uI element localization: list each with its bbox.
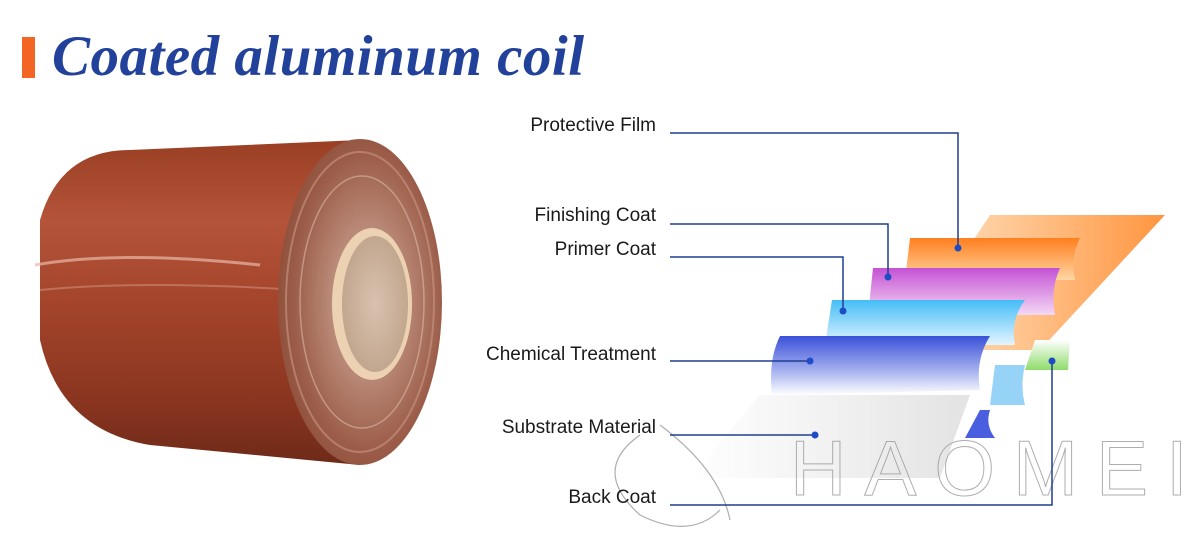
- title-accent-bar: [22, 37, 35, 78]
- leader-dots: [806, 244, 1056, 439]
- leader-lines: [670, 132, 1053, 506]
- substrate-layer: [690, 395, 970, 478]
- primer-coat-layer: [825, 300, 1025, 345]
- label-finishing-coat: Finishing Coat: [534, 205, 656, 226]
- coil-core: [342, 236, 408, 372]
- page-title: Coated aluminum coil: [52, 25, 585, 88]
- dot-primer-coat: [839, 307, 847, 315]
- back-coat-layer: [1025, 340, 1070, 370]
- label-substrate-material: Substrate Material: [501, 417, 656, 438]
- dot-protective-film: [954, 244, 962, 252]
- layer-diagram: [690, 215, 1165, 478]
- label-back-coat: Back Coat: [568, 487, 656, 508]
- coil-body: [40, 140, 360, 465]
- chemical-treatment-layer: [771, 336, 990, 395]
- dot-finishing-coat: [884, 273, 892, 281]
- watermark-text: HAOMEI: [790, 424, 1200, 512]
- label-chemical-treatment: Chemical Treatment: [485, 344, 656, 365]
- leader-back-coat: [670, 361, 1053, 506]
- chemical-treatment-tip: [965, 410, 995, 438]
- leader-finishing-coat: [670, 223, 889, 277]
- leader-primer-coat: [670, 256, 844, 311]
- leader-protective-film: [670, 132, 959, 248]
- dot-substrate-material: [811, 431, 819, 439]
- label-protective-film: Protective Film: [530, 115, 656, 136]
- dot-chemical-treatment: [806, 357, 814, 365]
- coil-image: [34, 139, 442, 465]
- dot-back-coat: [1048, 357, 1056, 365]
- label-primer-coat: Primer Coat: [554, 239, 656, 260]
